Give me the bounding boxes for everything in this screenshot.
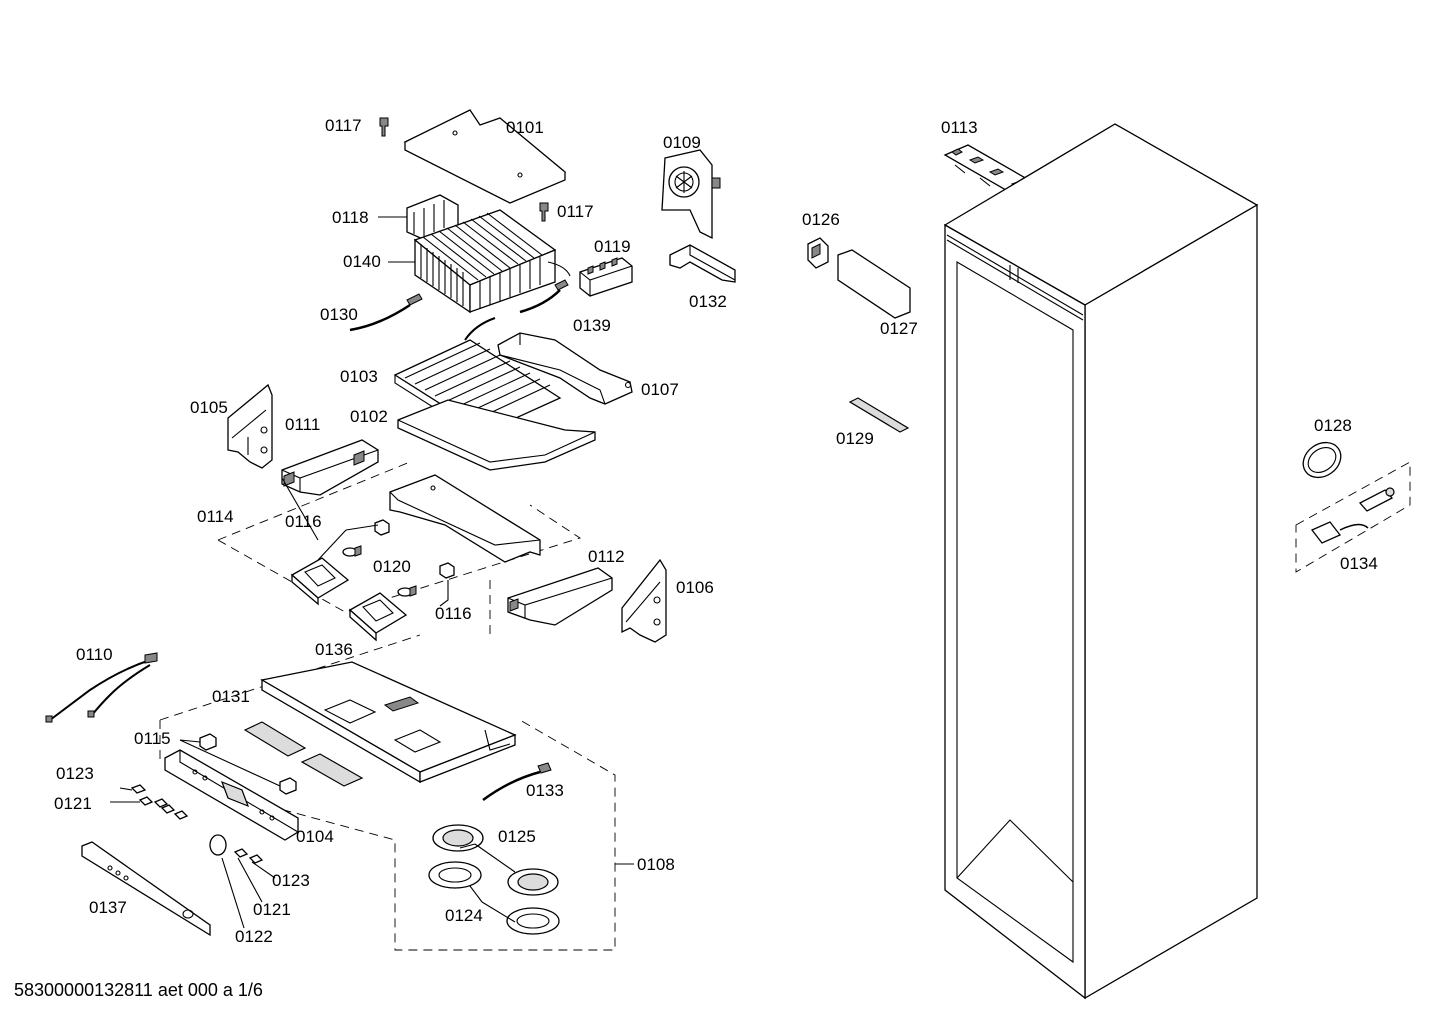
- label-0123-b: 0123: [272, 871, 310, 890]
- label-0113: 0113: [941, 118, 978, 137]
- part-0124-gasket-a[interactable]: [428, 861, 482, 889]
- label-0116-a: 0116: [285, 512, 322, 531]
- part-0120-bulb-a[interactable]: [342, 545, 362, 557]
- part-0121-knob-left[interactable]: [138, 796, 189, 820]
- part-0116-lamp-socket-b[interactable]: [439, 562, 455, 579]
- document-footer-id: 58300000132811 aet 000 a 1/6: [14, 980, 263, 1000]
- part-0121-knob-right[interactable]: [233, 848, 249, 858]
- part-0115-connector-a[interactable]: [199, 733, 217, 751]
- label-0139: 0139: [573, 316, 611, 335]
- part-0123-knob-left[interactable]: [130, 784, 147, 794]
- part-0115-connector-b[interactable]: [279, 777, 297, 795]
- label-0134: 0134: [1340, 554, 1378, 573]
- part-0111-holder[interactable]: [281, 439, 379, 496]
- part-0110-wiring-harness[interactable]: [45, 652, 158, 723]
- part-lamp-cover-a[interactable]: [290, 557, 350, 606]
- label-0129: 0129: [836, 429, 874, 448]
- part-0112-holder[interactable]: [507, 567, 613, 626]
- label-0114: 0114: [197, 507, 234, 526]
- label-0137: 0137: [89, 898, 127, 917]
- part-0122-button[interactable]: [209, 834, 227, 856]
- part-0117-clip-mid[interactable]: [539, 202, 549, 222]
- part-0131-light-strip-b[interactable]: [300, 753, 364, 787]
- label-0123-a: 0123: [56, 764, 94, 783]
- part-number-labels: 0101 0102 0103 0104 0105 0106 0107 0108 …: [54, 116, 1378, 946]
- leader-lines: [110, 216, 634, 929]
- part-0131-light-strip-a[interactable]: [243, 721, 307, 757]
- label-0109: 0109: [663, 133, 701, 152]
- part-0127-panel[interactable]: [837, 249, 911, 319]
- part-0137-faceplate[interactable]: [81, 841, 211, 937]
- part-0105-side-bracket[interactable]: [227, 383, 273, 469]
- label-0121-b: 0121: [253, 900, 291, 919]
- label-0112: 0112: [588, 547, 625, 566]
- label-0121-a: 0121: [54, 794, 92, 813]
- part-0116-lamp-socket-a[interactable]: [374, 519, 390, 536]
- part-0136-control-housing[interactable]: [260, 661, 517, 784]
- part-0102-drip-plate[interactable]: [397, 399, 596, 471]
- label-0110: 0110: [76, 645, 113, 664]
- part-0107-duct[interactable]: [497, 332, 633, 405]
- label-0118: 0118: [332, 208, 369, 227]
- part-0109-fan[interactable]: [661, 149, 721, 240]
- label-0106: 0106: [676, 578, 714, 597]
- label-0117-b: 0117: [557, 202, 594, 221]
- part-0133-sensor-wire[interactable]: [482, 762, 552, 802]
- part-0104-control-panel[interactable]: [164, 749, 299, 841]
- part-0125-filter-b[interactable]: [507, 868, 559, 896]
- label-0125: 0125: [498, 827, 536, 846]
- label-0111: 0111: [285, 415, 320, 434]
- label-0140: 0140: [343, 252, 381, 271]
- label-0116-b: 0116: [435, 604, 472, 623]
- label-0127: 0127: [880, 319, 918, 338]
- part-0120-bulb-b[interactable]: [397, 585, 417, 597]
- label-0105: 0105: [190, 398, 228, 417]
- label-0107: 0107: [641, 380, 679, 399]
- part-0126-switch[interactable]: [807, 237, 829, 269]
- part-0117-clip-top[interactable]: [379, 117, 389, 137]
- part-0128-ring[interactable]: [1296, 435, 1347, 484]
- label-0120: 0120: [373, 557, 411, 576]
- part-0101-cover-plate[interactable]: [403, 109, 567, 204]
- part-0132-handle[interactable]: [669, 244, 736, 283]
- part-0123-knob-right[interactable]: [248, 854, 264, 864]
- label-0119: 0119: [594, 237, 631, 256]
- label-0130: 0130: [320, 305, 358, 324]
- label-0133: 0133: [526, 781, 564, 800]
- cabinet-body[interactable]: [943, 123, 1259, 1000]
- part-0140-evaporator[interactable]: [413, 209, 571, 314]
- part-0119-module[interactable]: [579, 257, 633, 297]
- label-0132: 0132: [689, 292, 727, 311]
- part-0139-sensor-wire[interactable]: [519, 279, 569, 314]
- assembly-outlines: [159, 461, 1411, 951]
- label-0104: 0104: [296, 827, 334, 846]
- part-lamp-cover-b[interactable]: [348, 592, 408, 642]
- part-0130-sensor-wire[interactable]: [349, 293, 423, 332]
- label-0136: 0136: [315, 640, 353, 659]
- part-0106-side-bracket[interactable]: [621, 558, 667, 643]
- part-lamp-housing[interactable]: [389, 474, 541, 563]
- part-0134-lamp-assembly[interactable]: [1310, 487, 1395, 544]
- part-0124-gasket-b[interactable]: [506, 907, 560, 935]
- label-0122: 0122: [235, 927, 273, 946]
- part-0125-filter-a[interactable]: [432, 824, 484, 852]
- part-0129-strip[interactable]: [848, 397, 910, 433]
- label-0103: 0103: [340, 367, 378, 386]
- label-0117-a: 0117: [325, 116, 362, 135]
- label-0102: 0102: [350, 407, 388, 426]
- label-0108: 0108: [637, 855, 675, 874]
- label-0131: 0131: [212, 687, 250, 706]
- label-0115: 0115: [134, 729, 171, 748]
- label-0126: 0126: [802, 210, 840, 229]
- label-0124: 0124: [445, 906, 483, 925]
- label-0128: 0128: [1314, 416, 1352, 435]
- label-0101: 0101: [506, 118, 544, 137]
